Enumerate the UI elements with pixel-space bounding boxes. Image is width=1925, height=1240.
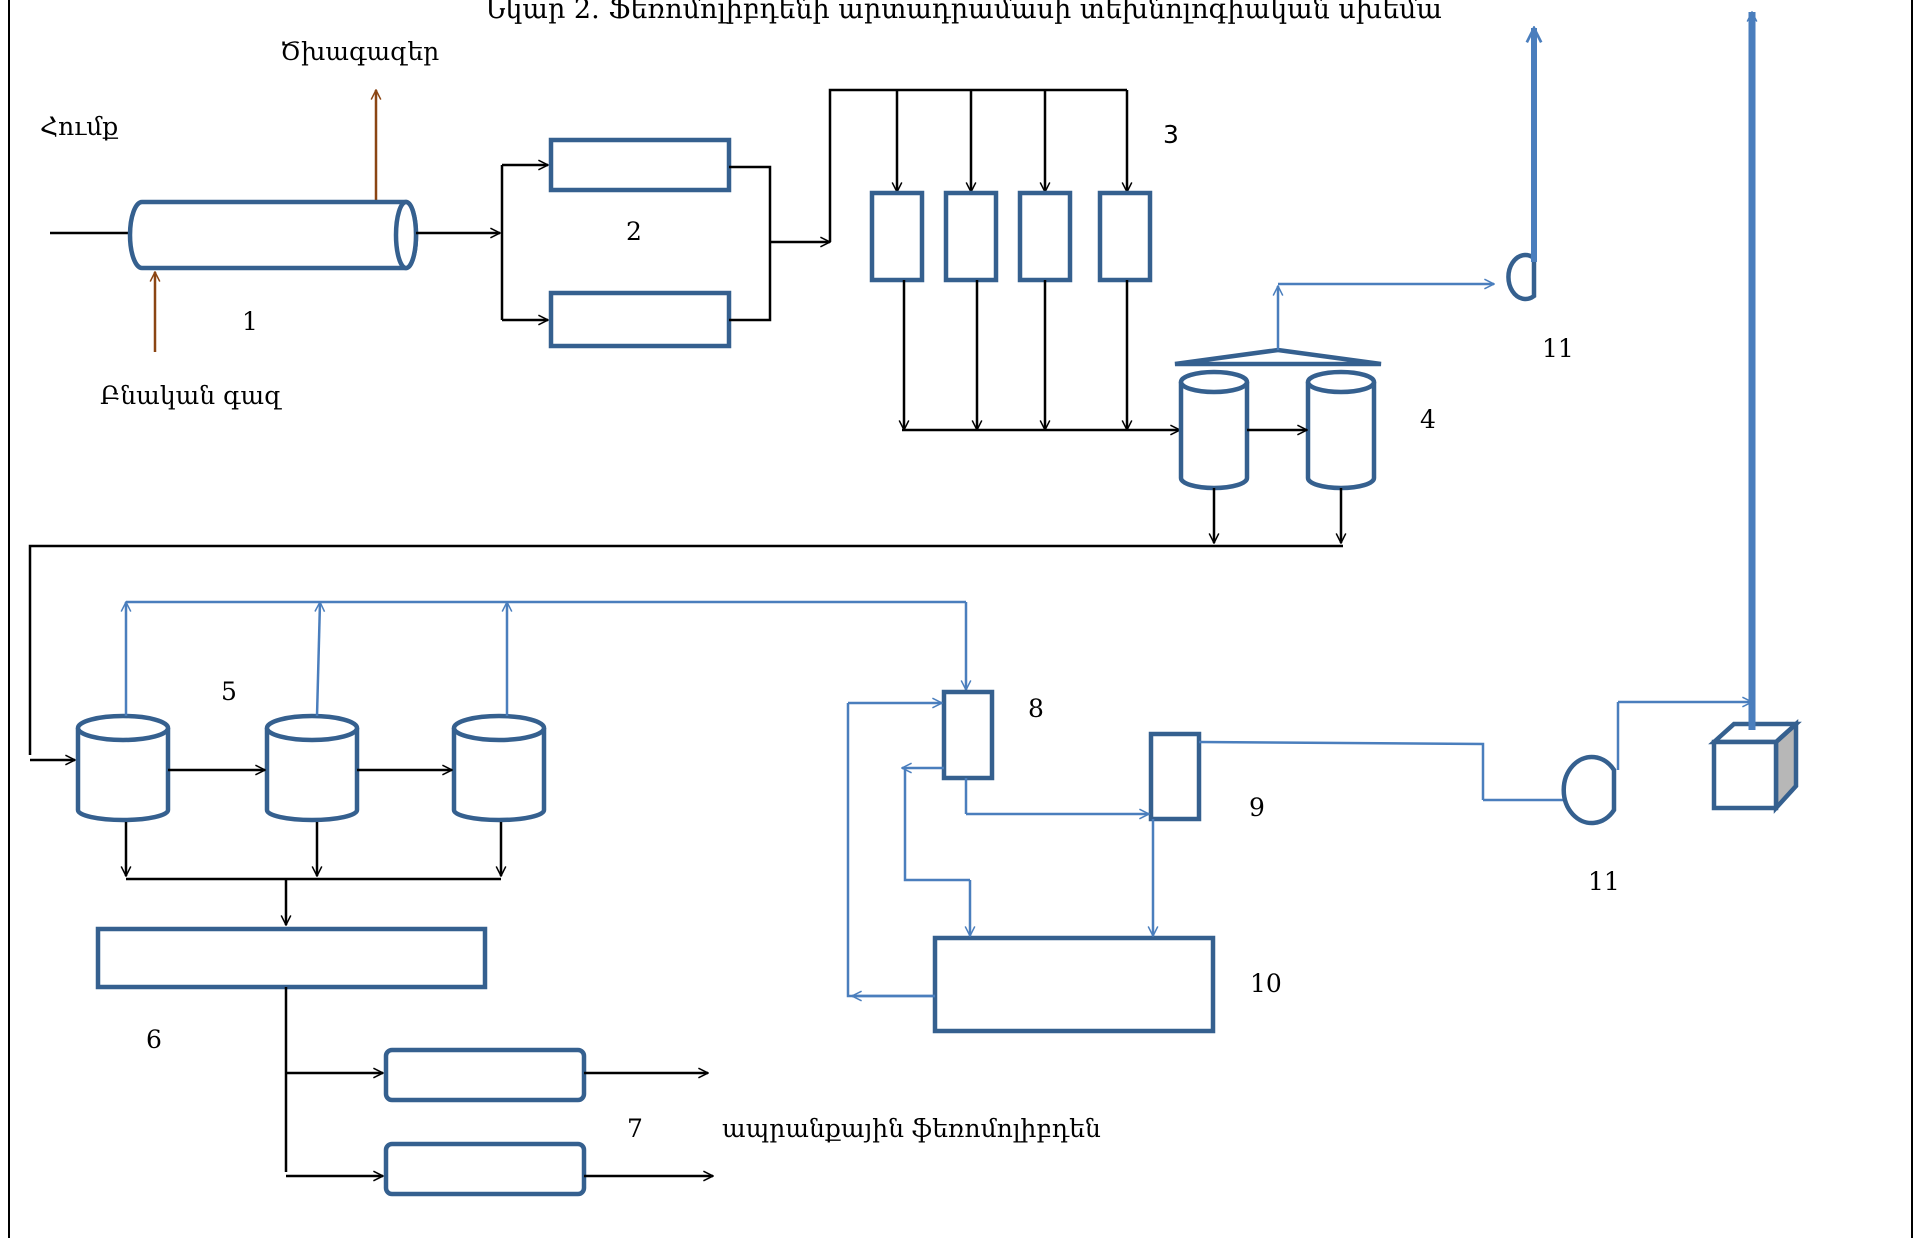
unit-2-outlet-merge <box>729 165 772 322</box>
unit-10 <box>932 935 1216 1034</box>
unit-4-hood <box>1174 347 1382 367</box>
ore-input-label: Հումք <box>40 112 118 141</box>
unit-7-top <box>383 1047 587 1103</box>
equipment-number-9: 9 <box>1249 793 1265 822</box>
equipment-number-10: 10 <box>1250 969 1282 998</box>
equipment-number-6: 6 <box>146 1025 162 1054</box>
figure-title: Նկար 2. Ֆեռոմոլիբդենի արտադրամասի տեխնոլ… <box>483 0 1442 25</box>
unit-9 <box>1148 731 1202 822</box>
equipment-number-1: 1 <box>242 307 258 336</box>
equipment-number-8: 8 <box>1028 694 1044 723</box>
unit-3b <box>943 190 999 283</box>
unit-3d <box>1097 190 1153 283</box>
unit-5a <box>75 713 171 823</box>
unit-8-loop <box>903 768 970 882</box>
return-header <box>28 544 1343 755</box>
equipment-number-4: 4 <box>1420 405 1436 434</box>
figure-frame <box>8 0 1913 1238</box>
stack-base-cube <box>1708 718 1802 814</box>
unit-6 <box>95 926 488 990</box>
equipment-number-11-bottom: 11 <box>1588 867 1620 896</box>
unit-3a <box>869 190 925 283</box>
unit-9-to-fan <box>1198 740 1485 800</box>
fan-11-top <box>1506 252 1537 302</box>
rotary-drum-1 <box>127 199 419 271</box>
unit-4-right <box>1305 369 1377 491</box>
product-label: ապրանքային ֆեռոմոլիբդեն <box>722 1114 1101 1143</box>
unit-5c <box>451 713 547 823</box>
unit-3c <box>1017 190 1073 283</box>
equipment-number-2: 2 <box>626 217 642 246</box>
equipment-number-5: 5 <box>221 677 237 706</box>
equipment-number-7: 7 <box>627 1114 643 1143</box>
unit-4-left <box>1178 369 1250 491</box>
fan-11-bottom <box>1561 754 1617 826</box>
gas-riser-5b <box>317 602 320 717</box>
unit-2-bottom <box>548 290 732 349</box>
distribution-header-3 <box>828 88 1127 242</box>
unit-7-bottom <box>383 1141 587 1197</box>
unit-5b <box>264 713 360 823</box>
natural-gas-label: Բնական գազ <box>100 381 282 410</box>
equipment-number-3: 3 <box>1163 120 1179 149</box>
exhaust-gases-label: Ծխագազեր <box>280 37 439 66</box>
unit-8 <box>941 689 995 781</box>
equipment-number-11-top: 11 <box>1542 334 1574 363</box>
unit-10-recycle <box>846 703 935 998</box>
unit-2-top <box>548 137 732 193</box>
